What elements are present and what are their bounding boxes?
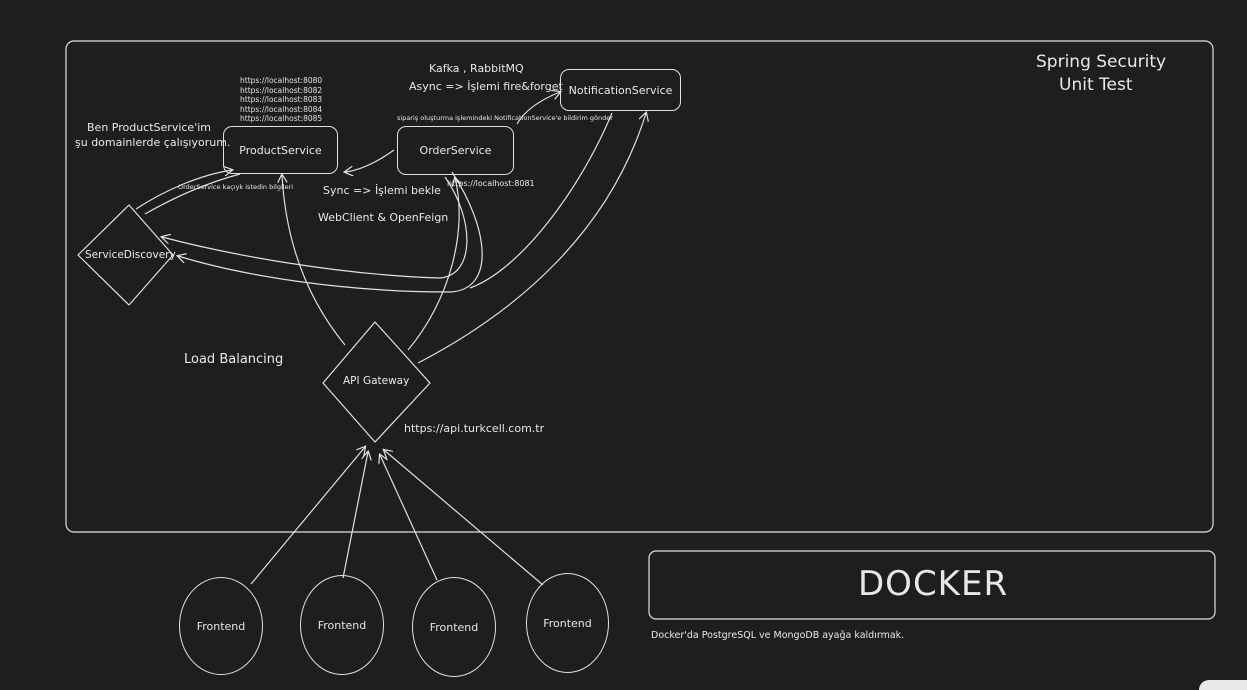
service-discovery-shape	[77, 204, 174, 306]
frontend-label: Frontend	[543, 616, 592, 630]
kafka-note: Kafka , RabbitMQ	[429, 62, 524, 75]
order-service-label: OrderService	[419, 144, 492, 157]
product-url-list: https://localhost:8080 https://localhost…	[240, 76, 322, 124]
frontend-node[interactable]: Frontend	[412, 577, 496, 677]
notification-service-node[interactable]: NotificationService	[560, 69, 681, 111]
frontend-node[interactable]: Frontend	[300, 575, 384, 675]
scroll-corner	[1199, 680, 1247, 690]
product-url: https://localhost:8085	[240, 114, 323, 123]
frontend-node[interactable]: Frontend	[179, 577, 263, 675]
api-gateway-shape	[322, 321, 431, 443]
system-boundary	[65, 40, 1214, 533]
async-note: Async => İşlemi fire&forget	[409, 80, 563, 93]
title-line-2: Unit Test	[1059, 75, 1133, 95]
frontend-label: Frontend	[196, 619, 246, 633]
webclient-note: WebClient & OpenFeign	[318, 211, 449, 224]
product-url: https://localhost:8084	[240, 104, 323, 114]
frontend-label: Frontend	[429, 620, 479, 634]
product-domain-note-1: Ben ProductService'im	[87, 121, 211, 134]
title-line-1: Spring Security	[1036, 52, 1167, 72]
order-tiny-note: sipariş oluşturma işlemindeki Notificati…	[397, 114, 613, 122]
docker-title: DOCKER	[858, 564, 1009, 604]
edges	[135, 92, 646, 586]
product-url: https://localhost:8080	[240, 76, 323, 85]
api-gateway-label[interactable]: API Gateway	[343, 375, 410, 387]
frontend-node[interactable]: Frontend	[526, 573, 609, 673]
frontend-label: Frontend	[317, 618, 367, 632]
product-url: https://localhost:8083	[240, 95, 323, 104]
service-discovery-label[interactable]: ServiceDiscovery	[85, 249, 176, 261]
product-service-node[interactable]: ProductService	[223, 126, 338, 174]
product-domain-note-2: şu domainlerde çalışıyorum.	[75, 136, 231, 149]
notification-service-label: NotificationService	[568, 83, 673, 97]
load-balancing-label: Load Balancing	[184, 352, 284, 367]
docker-note: Docker'da PostgreSQL ve MongoDB ayağa ka…	[651, 630, 905, 641]
sync-note: Sync => İşlemi bekle	[323, 184, 441, 197]
product-service-label: ProductService	[239, 143, 322, 157]
docker-box	[648, 550, 1216, 620]
product-url: https://localhost:8082	[240, 85, 323, 95]
api-url: https://api.turkcell.com.tr	[404, 422, 545, 435]
discovery-note: OrderService kaçıyk istedin bilgileri	[178, 183, 294, 191]
order-url: https://localhost:8081	[447, 179, 535, 188]
order-service-node[interactable]: OrderService	[397, 126, 514, 175]
